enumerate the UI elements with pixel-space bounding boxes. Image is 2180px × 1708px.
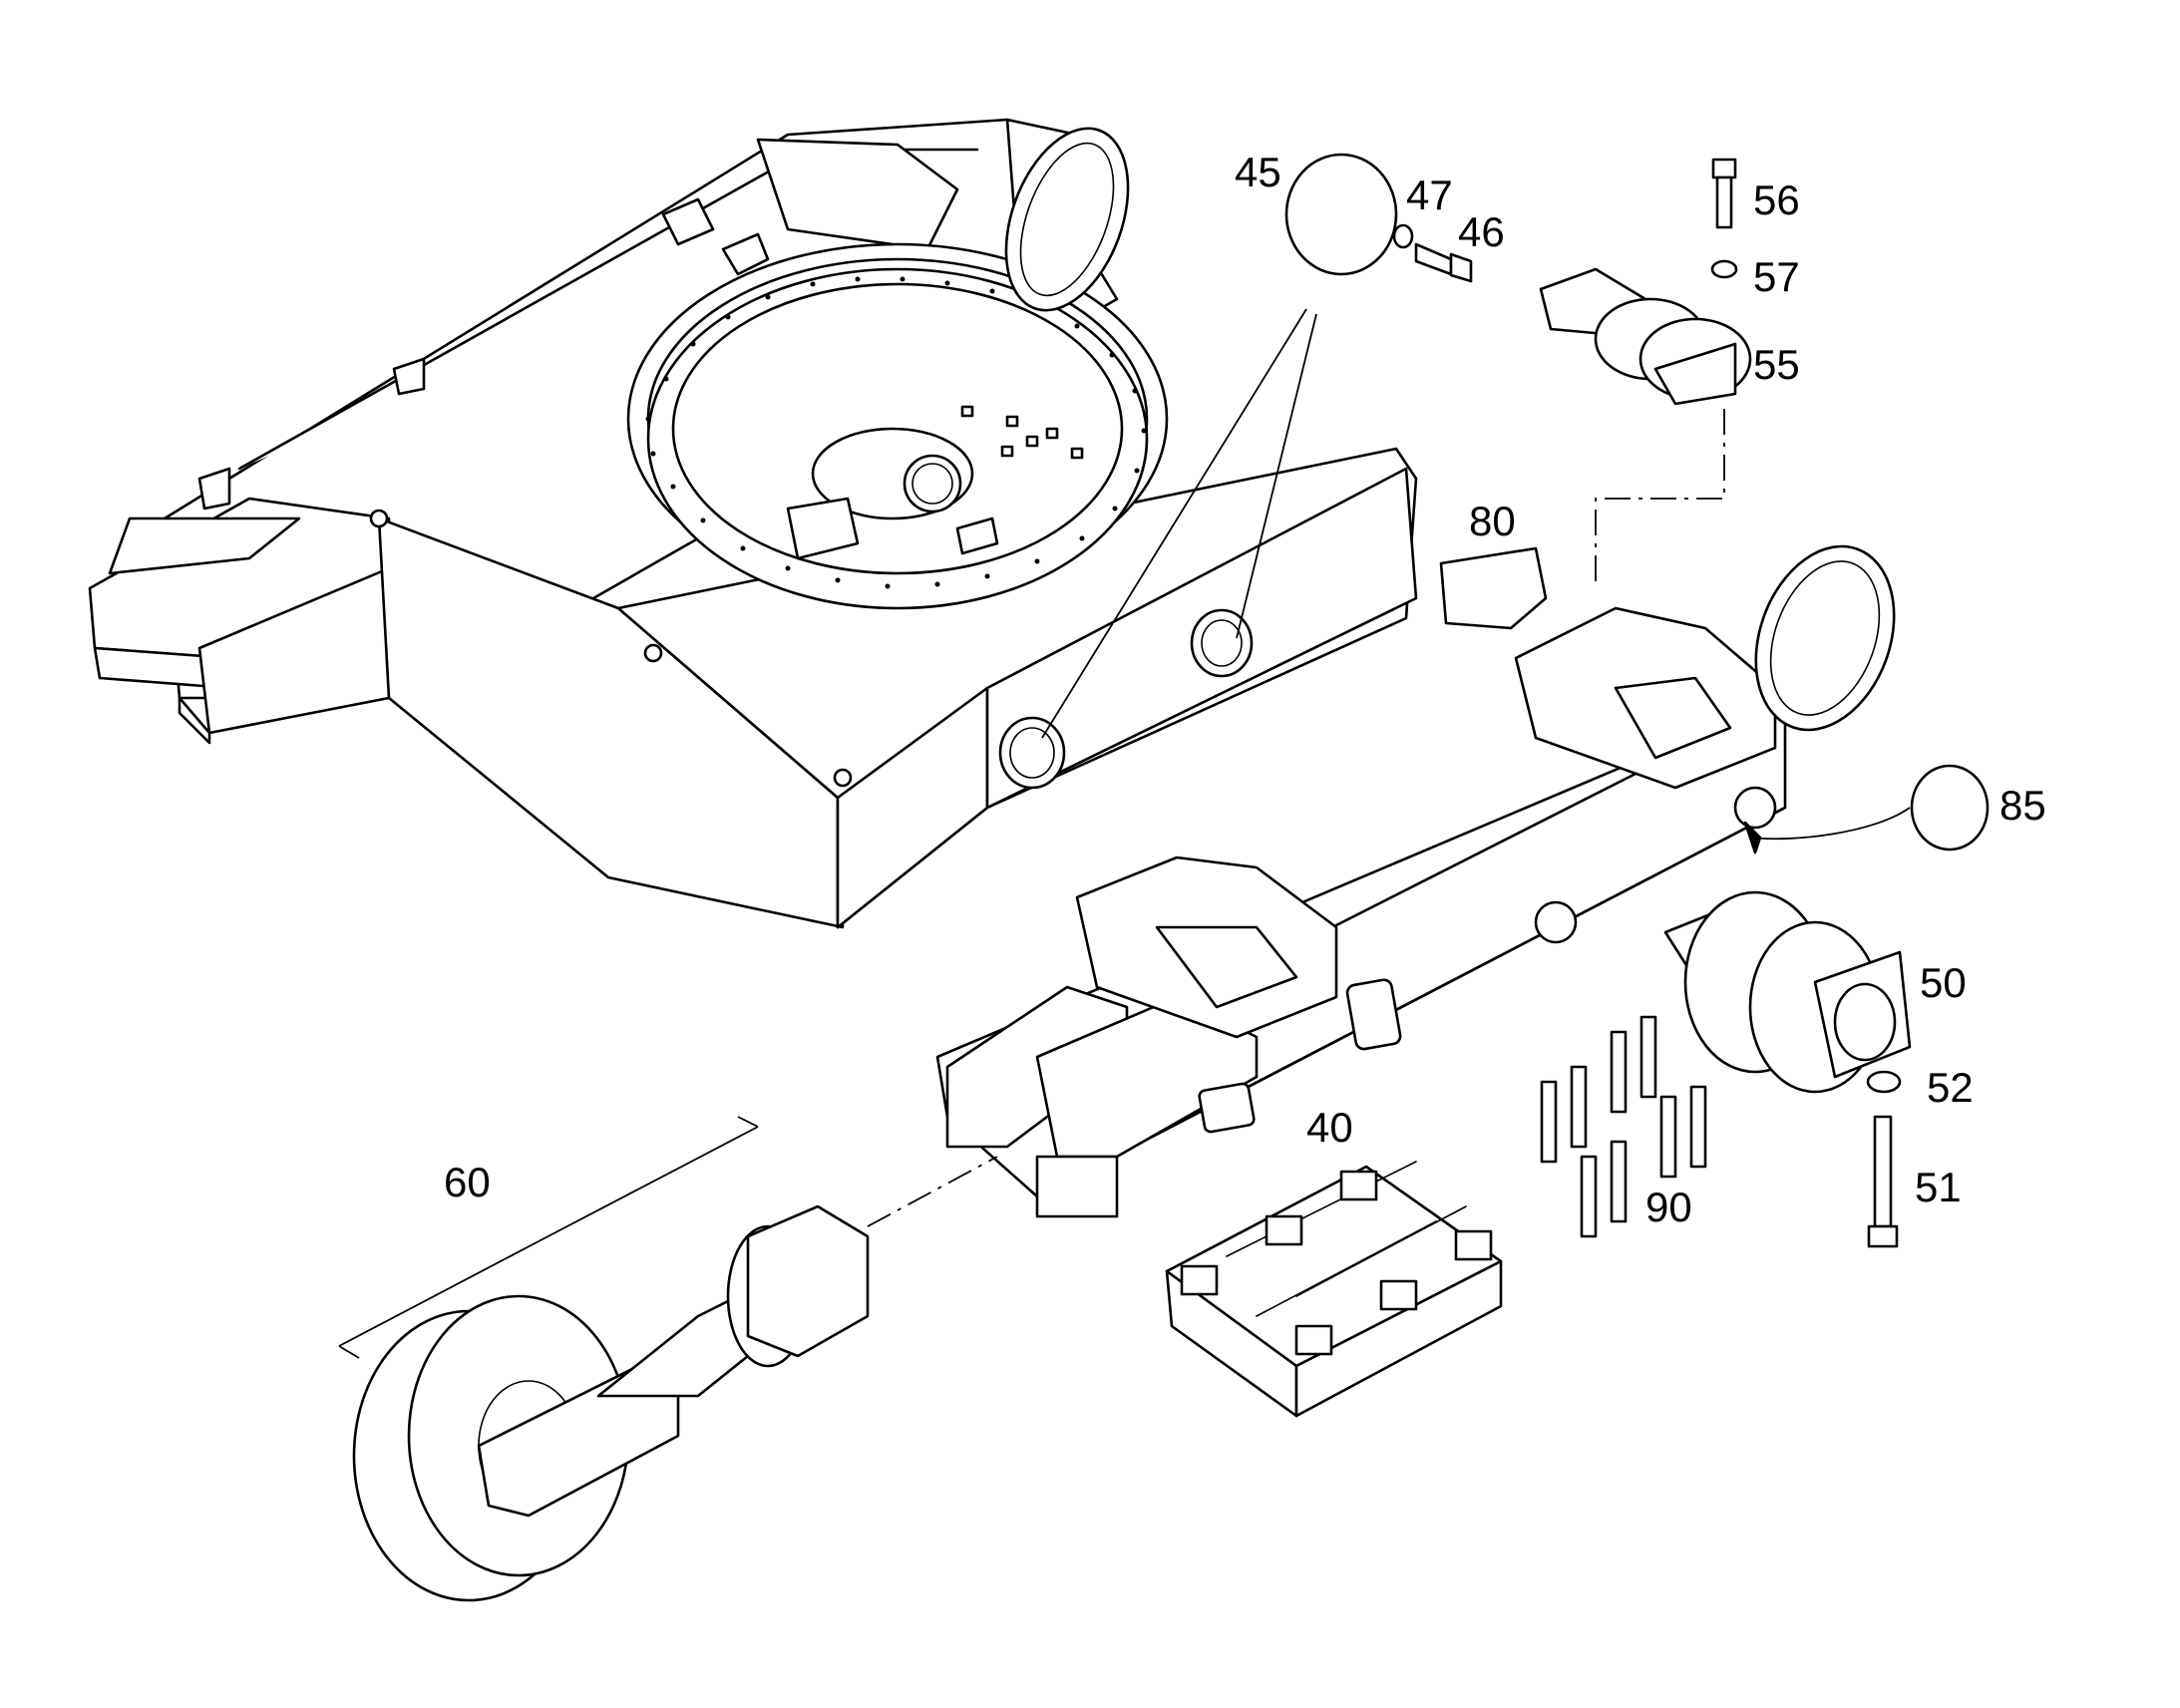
part-85-cover	[1743, 764, 1990, 854]
callout-56: 56	[1753, 176, 1800, 223]
callout-55: 55	[1753, 341, 1800, 388]
callout-90: 90	[1645, 1184, 1692, 1230]
callout-80: 80	[1469, 498, 1516, 544]
part-45-cover-plate	[1041, 153, 1398, 739]
callout-51: 51	[1915, 1164, 1962, 1210]
callout-45: 45	[1235, 149, 1281, 195]
callout-40: 40	[1306, 1104, 1353, 1151]
part-60-idler	[338, 1116, 998, 1602]
callout-50: 50	[1920, 959, 1967, 1006]
callout-47: 47	[1406, 171, 1453, 218]
callout-57: 57	[1753, 253, 1800, 300]
callout-52: 52	[1927, 1064, 1974, 1111]
track-frame	[935, 544, 1896, 1218]
part-51-bolt	[1867, 1115, 1899, 1248]
part-57-washer	[1710, 259, 1738, 279]
part-55-carrier-roller	[1539, 267, 1752, 588]
part-80-guard-block	[1439, 546, 1548, 630]
callout-46: 46	[1458, 208, 1505, 255]
part-47-washer	[1392, 223, 1414, 249]
callout-85: 85	[1999, 782, 2046, 829]
part-56-bolt	[1711, 158, 1737, 229]
part-52-washer	[1866, 1070, 1902, 1094]
center-frame	[88, 118, 1809, 929]
part-90-studs	[1540, 1015, 1707, 1238]
callout-60: 60	[444, 1159, 491, 1205]
part-40-track-link	[1165, 1161, 1503, 1418]
part-50-track-roller	[1663, 890, 1912, 1094]
part-46-bolt	[1414, 242, 1473, 283]
